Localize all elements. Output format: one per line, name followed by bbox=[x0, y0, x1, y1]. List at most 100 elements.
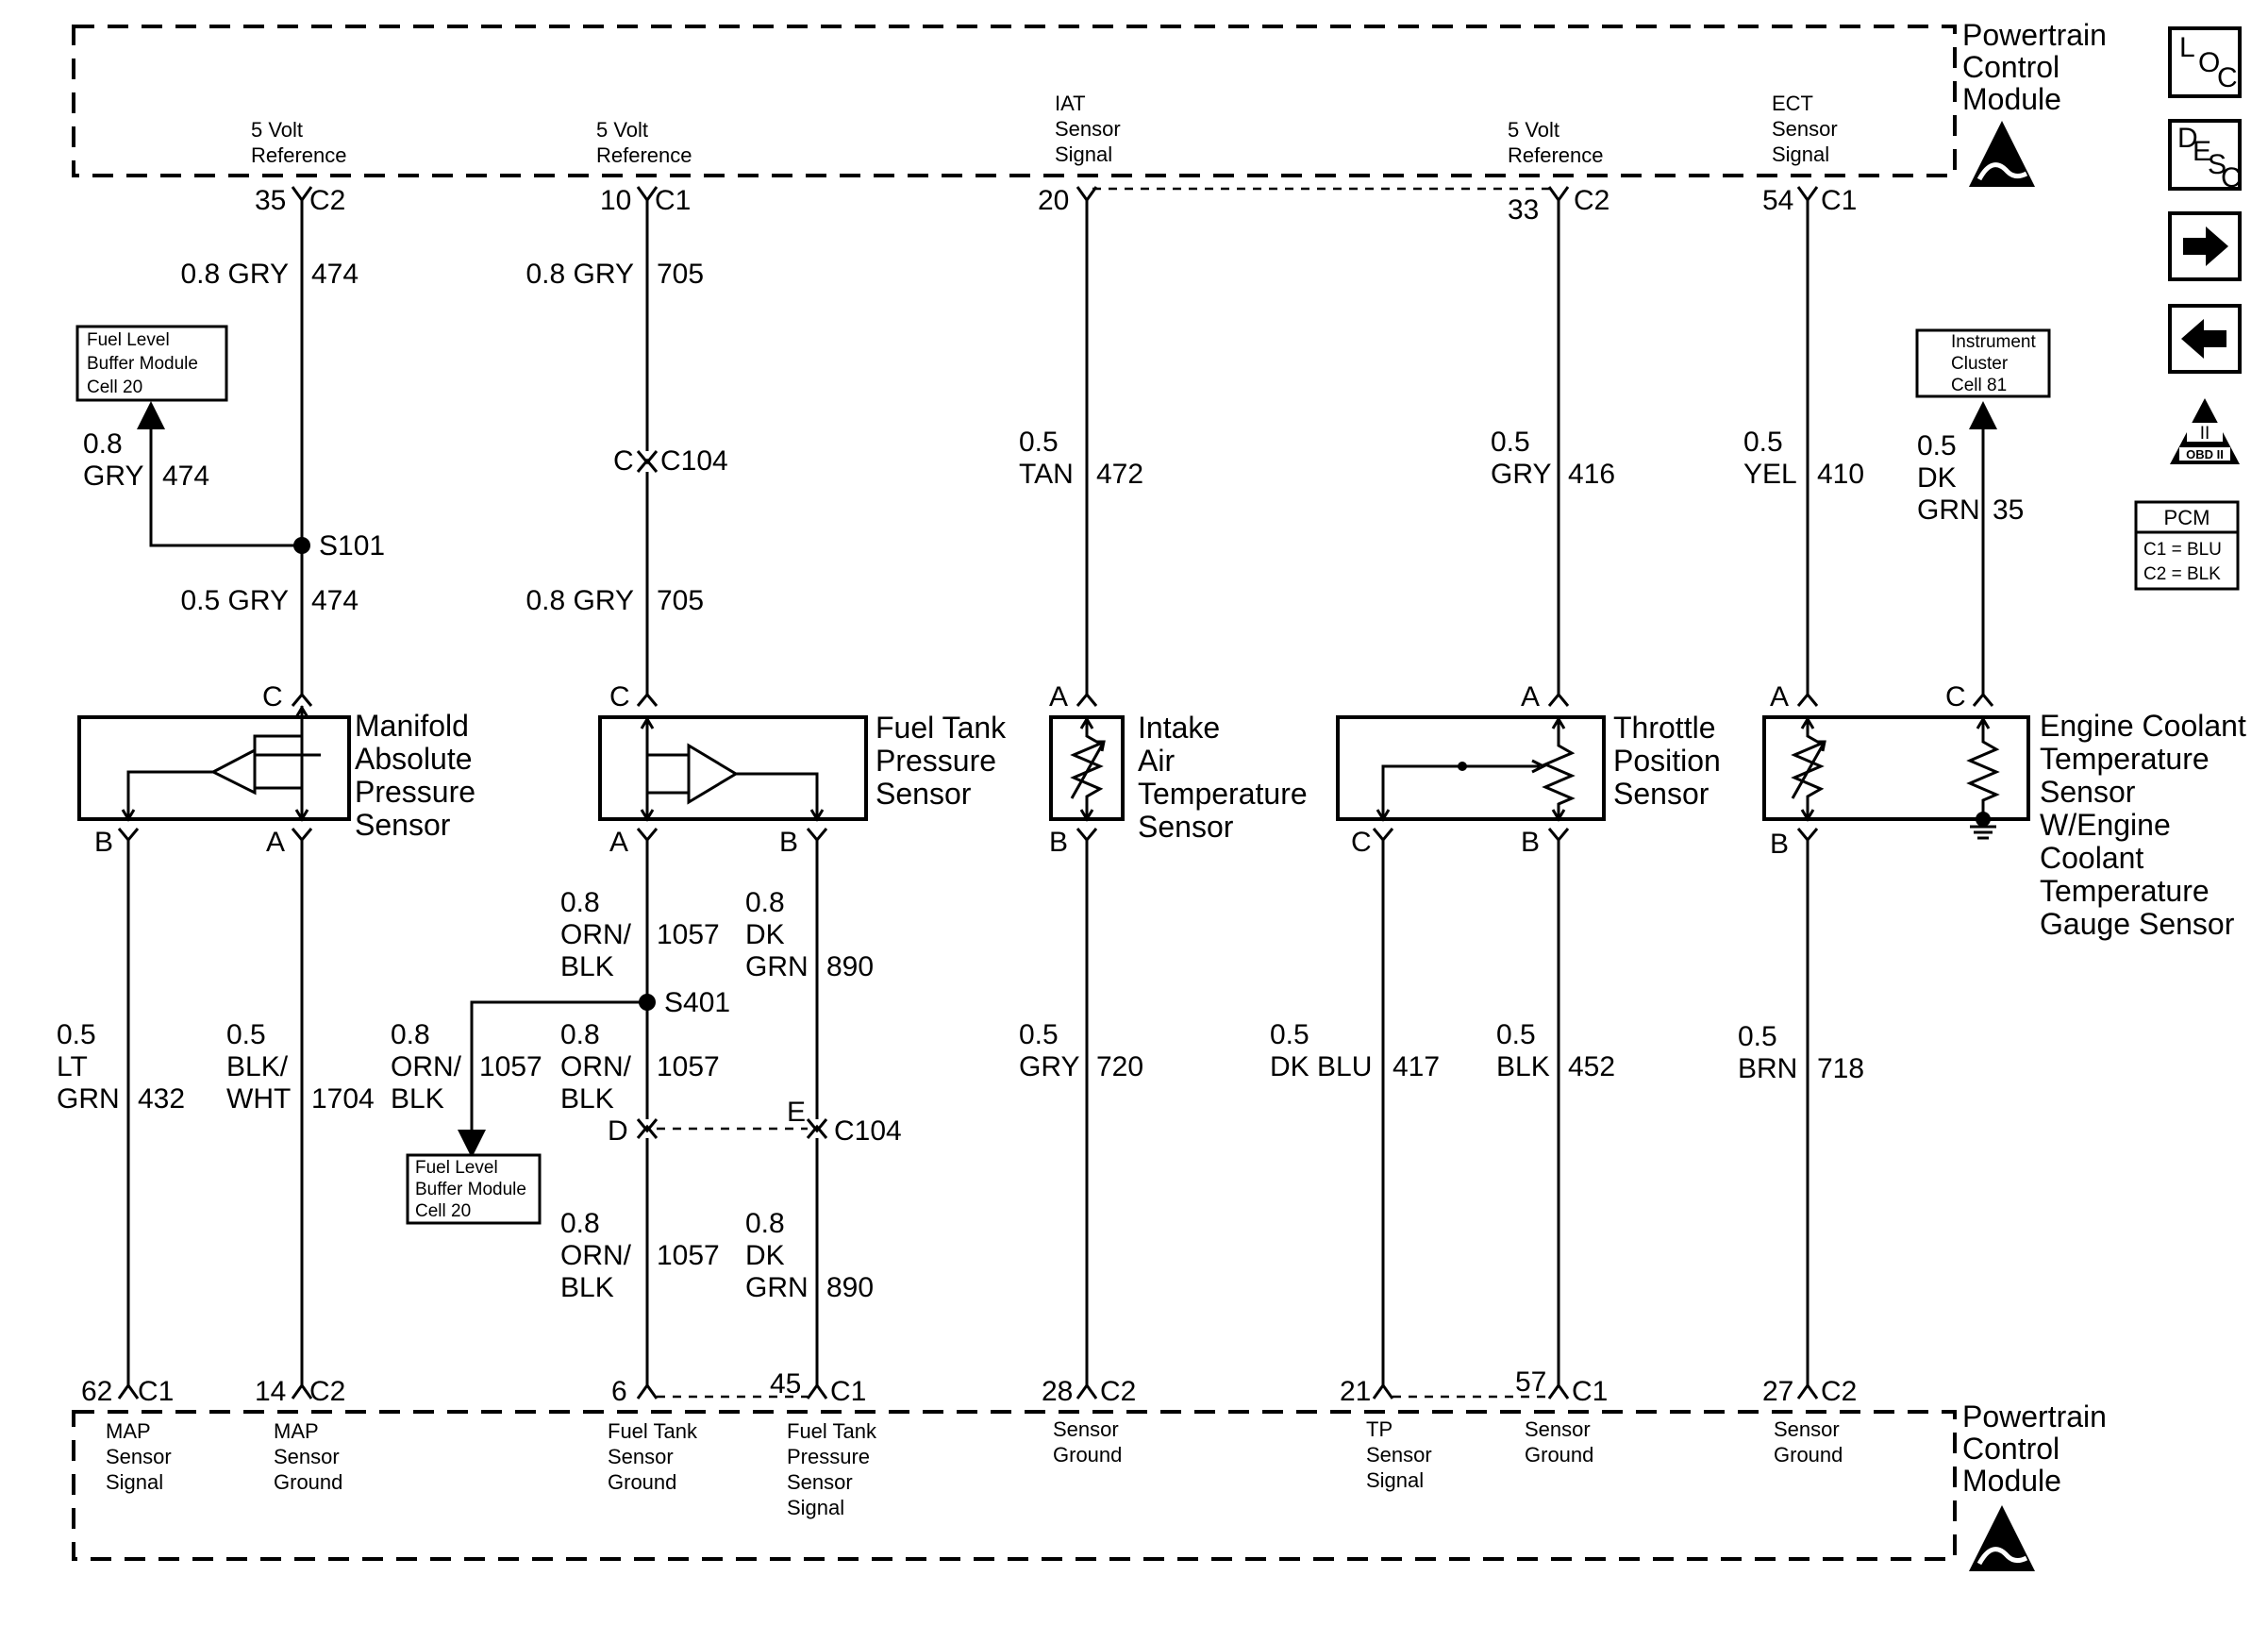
wire-color: GRY bbox=[1491, 459, 1551, 490]
legend-pcm-title: PCM bbox=[2164, 506, 2210, 529]
pcm-pin-func: Reference bbox=[251, 143, 347, 167]
sensor-name: Sensor bbox=[876, 777, 972, 811]
ref-line: Buffer Module bbox=[87, 354, 198, 374]
ref-line: Fuel Level bbox=[415, 1158, 498, 1178]
sensor-name: Temperature bbox=[1138, 777, 1308, 811]
pcm-pin-func: Signal bbox=[106, 1470, 163, 1494]
pcm-pin-func: MAP bbox=[274, 1419, 319, 1443]
sensor-throttle-position: Throttle Position Sensor A C B bbox=[1336, 681, 1721, 858]
ref-line: Cluster bbox=[1951, 354, 2009, 374]
ref-line: Buffer Module bbox=[415, 1180, 526, 1199]
pcm-pin-number: 45 bbox=[770, 1368, 801, 1400]
legend-letter: C bbox=[2217, 62, 2238, 93]
esd-warning-icon bbox=[1969, 1505, 2035, 1571]
pcm-pin-func: MAP bbox=[106, 1419, 151, 1443]
pcm-pin-func: Sensor bbox=[1525, 1417, 1591, 1441]
wire-circuit: 705 bbox=[657, 259, 704, 290]
sensor-pin: B bbox=[94, 827, 113, 858]
pcm-pin-func: Sensor bbox=[1055, 117, 1121, 141]
arrow-right-icon[interactable] bbox=[2168, 211, 2242, 281]
wire-size: 0.8 bbox=[560, 1019, 600, 1050]
pcm-pin-func: Reference bbox=[1508, 143, 1604, 167]
pcm-pin-connector: C1 bbox=[655, 185, 691, 216]
legend-letter: S bbox=[2208, 149, 2226, 180]
wire-color: GRY bbox=[1019, 1051, 1079, 1082]
pcm-pin-number: 54 bbox=[1762, 185, 1793, 216]
legend-pcm-connector-table: PCM C1 = BLU C2 = BLK bbox=[2134, 500, 2240, 591]
pcm-bottom-title-line1: Powertrain bbox=[1962, 1400, 2107, 1433]
pcm-pin-func: IAT bbox=[1055, 92, 1086, 115]
pcm-pin-connector: C2 bbox=[1100, 1376, 1136, 1407]
legend-desc-button[interactable]: D E S C bbox=[2168, 119, 2242, 193]
pcm-pin-func: Signal bbox=[1366, 1468, 1424, 1492]
legend-pcm-row: C2 = BLK bbox=[2143, 564, 2221, 584]
pcm-pin-number: 21 bbox=[1340, 1376, 1371, 1407]
pcm-pin-func: Ground bbox=[274, 1470, 342, 1494]
pcm-pin-func: Sensor bbox=[1366, 1443, 1432, 1467]
pcm-pin-connector: C2 bbox=[1574, 185, 1609, 216]
wire-circuit: 474 bbox=[311, 259, 359, 290]
pcm-pin-number: 57 bbox=[1515, 1366, 1546, 1398]
wire-size: 0.5 bbox=[1019, 1019, 1059, 1050]
wire-color: LT bbox=[57, 1051, 88, 1082]
ref-instrument-cluster: Instrument Cluster Cell 81 bbox=[1915, 328, 2051, 398]
arrow-left-icon[interactable] bbox=[2168, 304, 2242, 374]
pcm-top-module: Powertrain Control Module 5 Volt Referen… bbox=[72, 18, 2107, 226]
sensor-name: Sensor bbox=[2040, 775, 2136, 809]
wire-color: BLK bbox=[1496, 1051, 1550, 1082]
sensor-name: Gauge Sensor bbox=[2040, 907, 2235, 941]
wire-color: ORN/ bbox=[560, 919, 632, 950]
pcm-pin-func: Ground bbox=[1774, 1443, 1843, 1467]
pcm-pin-func: Sensor bbox=[106, 1445, 172, 1468]
wire-circuit: 1057 bbox=[479, 1051, 542, 1082]
pcm-pin-func: Sensor bbox=[274, 1445, 340, 1468]
pcm-pin-number: 14 bbox=[255, 1376, 286, 1407]
sensor-name: Intake bbox=[1138, 711, 1220, 745]
pcm-pin-func: Sensor bbox=[1053, 1417, 1119, 1441]
wire-color: ORN/ bbox=[560, 1051, 632, 1082]
wire-color: 0.8 GRY bbox=[525, 585, 634, 616]
pcm-pin-func: Signal bbox=[1055, 142, 1112, 166]
wire-color: GRN bbox=[745, 951, 809, 982]
bottom-pin-terminals bbox=[117, 1383, 1819, 1400]
ref-fuel-level-buffer-bottom: Fuel Level Buffer Module Cell 20 bbox=[406, 1153, 542, 1225]
wire-color: DK bbox=[745, 919, 785, 950]
ref-line: Cell 81 bbox=[1951, 376, 2007, 395]
ref-line: Fuel Level bbox=[87, 330, 170, 350]
sensor-pin: C bbox=[1945, 681, 1966, 712]
pcm-pin-connector: C1 bbox=[1821, 185, 1857, 216]
pcm-pin-connector: C1 bbox=[1572, 1376, 1608, 1407]
sensor-name: Fuel Tank bbox=[876, 711, 1007, 745]
sensor-map: Manifold Absolute Pressure Sensor C B A bbox=[77, 681, 475, 858]
wire-circuit: 720 bbox=[1096, 1051, 1143, 1082]
wire-circuit: 474 bbox=[311, 585, 359, 616]
sensor-name: Absolute bbox=[355, 742, 473, 776]
pcm-pin-func: ECT bbox=[1772, 92, 1813, 115]
wire-color: GRN bbox=[745, 1272, 809, 1303]
ref-line: Instrument bbox=[1951, 332, 2036, 352]
sensor-name: Sensor bbox=[355, 808, 451, 842]
legend-loc-button[interactable]: L O C bbox=[2168, 26, 2242, 98]
sensor-name: Air bbox=[1138, 744, 1175, 778]
pcm-pin-func: 5 Volt bbox=[251, 118, 303, 142]
wire-color: 0.8 GRY bbox=[525, 259, 634, 290]
wire-labels: 0.8 GRY 474 0.8 GRY 474 0.5 GRY 474 0.8 … bbox=[57, 259, 2024, 1303]
obd-ii-icon[interactable]: II OBD II bbox=[2170, 398, 2240, 464]
pcm-pin-number: 27 bbox=[1762, 1376, 1793, 1407]
wire-color: GRY bbox=[83, 461, 143, 492]
sensor-pin: C bbox=[262, 681, 283, 712]
wire-color: BLK bbox=[560, 1083, 614, 1115]
pcm-pin-func: 5 Volt bbox=[596, 118, 648, 142]
obd-label: OBD II bbox=[2186, 447, 2224, 461]
pcm-pin-func: 5 Volt bbox=[1508, 118, 1559, 142]
sensor-pin: B bbox=[1049, 827, 1068, 858]
wire-circuit: 410 bbox=[1817, 459, 1864, 490]
sensor-name: Coolant bbox=[2040, 841, 2143, 875]
sensor-pin: C bbox=[1351, 827, 1372, 858]
connector-c104-pin: C bbox=[613, 445, 634, 477]
sensor-name: Manifold bbox=[355, 709, 469, 743]
pcm-pin-func: Signal bbox=[1772, 142, 1829, 166]
wire-size: 0.8 bbox=[83, 428, 123, 460]
